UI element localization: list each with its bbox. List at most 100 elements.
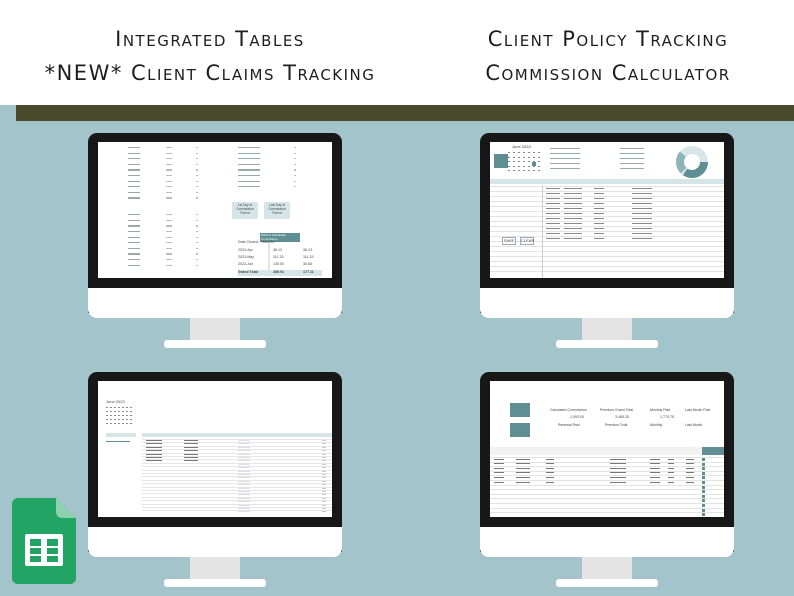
table-cell [238, 497, 250, 499]
calendar-day [114, 411, 116, 413]
table-cell [238, 463, 250, 465]
list-cell [294, 169, 296, 171]
row-checkbox [712, 467, 715, 471]
row-checkbox [712, 471, 715, 475]
row-checkbox [712, 513, 715, 517]
list-cell [238, 180, 260, 182]
calendar-day [528, 152, 530, 154]
list-cell [166, 264, 172, 266]
table-cell [184, 443, 198, 445]
table-cell [650, 481, 660, 483]
table-row [490, 475, 724, 476]
calendar-day [538, 170, 540, 172]
calendar-day [533, 161, 535, 163]
table-cell [184, 440, 198, 441]
pivot-grand-total: Grand Total 285.91 177.11 [238, 270, 322, 276]
calendar-day [508, 170, 510, 172]
list-cell [196, 242, 198, 244]
row-checkbox [702, 499, 705, 503]
calendar-day [518, 165, 520, 167]
list-cell [238, 147, 260, 149]
table-cell [516, 476, 530, 479]
calendar-day [528, 165, 530, 167]
save-button[interactable]: SAVE [502, 237, 516, 245]
table-cell [650, 463, 660, 465]
clear-button[interactable]: CLEAR [520, 237, 535, 245]
table-cell [546, 222, 560, 224]
table-cell [184, 450, 198, 452]
table-cell [516, 463, 530, 465]
table-cell [238, 457, 250, 458]
summary-cell [550, 153, 580, 155]
table-cell [632, 192, 652, 194]
calendar-day [538, 161, 540, 163]
table-cell [238, 470, 250, 472]
filter-button[interactable] [510, 423, 530, 437]
table-cell [686, 467, 694, 469]
summary-cell [620, 158, 644, 160]
list-cell [196, 231, 198, 233]
calendar-day [122, 423, 124, 425]
table-cell [546, 476, 554, 479]
table-cell [146, 443, 162, 445]
screen-policy-dashboard: June 2023 SAVE CLEAR [490, 142, 724, 278]
heading-right: Client Policy Tracking Commission Calcul… [418, 22, 794, 90]
table-row [490, 231, 724, 232]
calendar-day [118, 411, 120, 413]
calendar-day [533, 165, 535, 167]
list-cell [196, 169, 198, 171]
calendar-day [523, 152, 525, 154]
header-accent [702, 447, 724, 455]
monitor-chin [88, 527, 342, 557]
list-cell [196, 247, 198, 249]
list-cell [128, 152, 140, 154]
pivot-row-label: 2023-Jun [238, 262, 253, 266]
table-cell [146, 460, 162, 462]
table-cell [610, 458, 626, 460]
table-cell [686, 472, 694, 474]
table-cell [238, 460, 250, 462]
table-cell [594, 222, 604, 224]
table-cell [494, 458, 504, 460]
list-cell [196, 152, 198, 154]
table-cell [184, 453, 198, 455]
last-month-label: Last Month [685, 423, 703, 427]
table-cell [632, 217, 652, 219]
summary-cell [550, 168, 580, 170]
table-cell [632, 222, 652, 224]
table-cell [564, 192, 582, 194]
monitor-stand [582, 557, 632, 579]
list-cell [166, 214, 172, 216]
row-checkbox [702, 481, 705, 484]
list-cell [196, 259, 198, 261]
calendar-day [513, 165, 515, 167]
calendar-day [122, 419, 124, 421]
list-cell [128, 259, 140, 261]
table-cell [546, 463, 554, 465]
table-cell [322, 440, 326, 441]
list-cell [238, 163, 260, 165]
table-cell [632, 237, 652, 239]
donut-segment [676, 146, 708, 178]
filter-box [494, 154, 508, 168]
filter-button[interactable] [510, 403, 530, 417]
list-cell [128, 180, 140, 182]
row-checkbox [702, 467, 705, 471]
table-cell [238, 450, 250, 452]
table-cell [146, 457, 162, 458]
table-row [490, 241, 724, 242]
table-cell [564, 207, 582, 209]
row-checkbox [702, 462, 705, 466]
table-cell [632, 207, 652, 209]
calendar-day [538, 152, 540, 154]
list-cell [166, 158, 172, 160]
summary-cell [620, 168, 644, 170]
table-row [490, 484, 724, 486]
list-cell [238, 152, 260, 154]
table-cell [322, 501, 326, 503]
table-cell [594, 202, 604, 204]
list-cell [166, 259, 172, 261]
calendar-day [130, 423, 132, 425]
table-cell [146, 446, 162, 448]
table-cell [322, 453, 326, 455]
